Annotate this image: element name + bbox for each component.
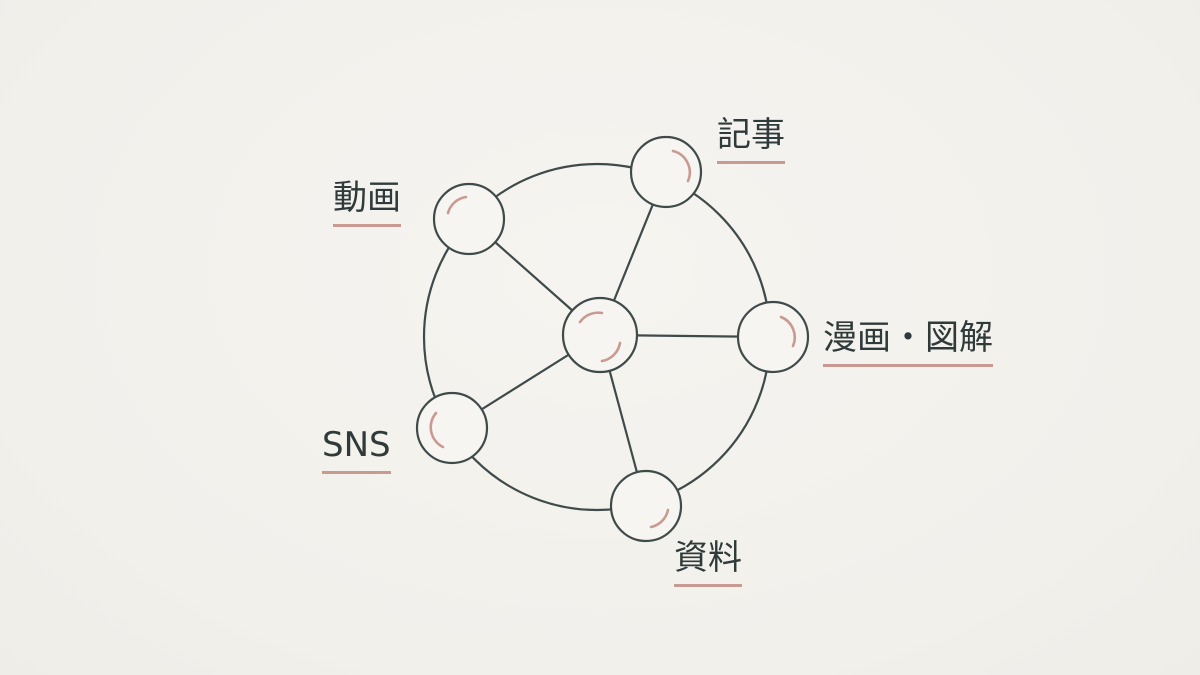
label-kiji: 記事 xyxy=(717,118,785,164)
node-sns xyxy=(415,391,489,465)
label-shiryou: 資料 xyxy=(674,541,742,587)
node-kiji xyxy=(629,135,703,209)
label-douga: 動画 xyxy=(333,181,401,227)
node-manga xyxy=(736,300,810,374)
hub-node xyxy=(561,296,639,374)
node-shiryou xyxy=(609,469,683,543)
label-manga-zukai: 漫画・図解 xyxy=(823,321,993,367)
node-douga xyxy=(432,182,506,256)
label-sns: SNS xyxy=(322,428,391,474)
